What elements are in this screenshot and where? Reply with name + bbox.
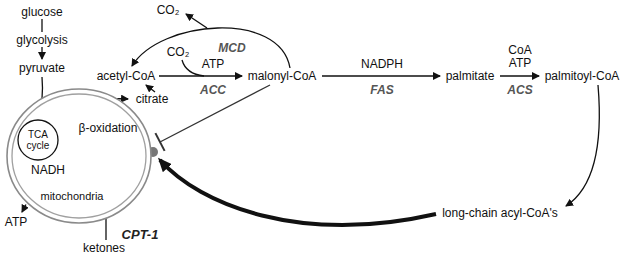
metabolite-label: palmitoyl-CoA (545, 70, 620, 83)
cycle-circle: TCA cycle (17, 119, 59, 161)
gas-label: CO₂ (167, 46, 190, 59)
cofactor-label: CoA (508, 44, 531, 57)
cycle-ring (18, 120, 58, 160)
product-label: ATP (5, 216, 27, 229)
pathway-arrow (182, 60, 204, 76)
pathway-arrow (160, 160, 436, 225)
enzyme-label: ACS (507, 84, 532, 97)
cofactor-label: ATP (509, 57, 531, 70)
outer-membrane (7, 89, 151, 223)
mitochondrion-outline: β-oxidationNADH mitochondria TCA cycle (6, 88, 152, 224)
pathway-arrow (146, 85, 155, 92)
metabolite-label: pyruvate (19, 62, 65, 75)
metabolite-label: long-chain acyl-CoA's (442, 207, 558, 220)
gas-label: CO₂ (157, 4, 180, 17)
metabolite-label: glucose (21, 6, 62, 19)
metabolite-label: acetyl-CoA (97, 70, 156, 83)
metabolite-label: palmitate (446, 70, 495, 83)
metabolite-label: malonyl-CoA (248, 70, 317, 83)
cycle-name: TCA cycle (21, 129, 55, 151)
inner-membrane (12, 94, 146, 218)
cofactor-label: ATP (202, 58, 224, 71)
enzyme-label: MCD (218, 42, 245, 55)
process-label: glycolysis (16, 34, 67, 47)
cofactor-label: NADH (31, 164, 65, 177)
metabolite-label: citrate (136, 93, 169, 106)
pathway-arrow (500, 75, 539, 76)
pathway-arrow (41, 19, 42, 32)
pathway-arrow (186, 14, 207, 28)
pathway-arrow (322, 75, 440, 76)
metabolite-label: ketones (83, 242, 125, 255)
enzyme-label: FAS (370, 84, 393, 97)
pathway-arrow (155, 133, 164, 151)
process-label: β-oxidation (79, 122, 138, 135)
pathway-arrow (41, 47, 42, 59)
enzyme-label: ACC (200, 84, 226, 97)
transporter-label: CPT-1 (122, 228, 159, 241)
cofactor-label: NADPH (361, 58, 403, 71)
organelle-name: mitochondria (41, 190, 104, 203)
pathway-arrow (566, 85, 599, 206)
